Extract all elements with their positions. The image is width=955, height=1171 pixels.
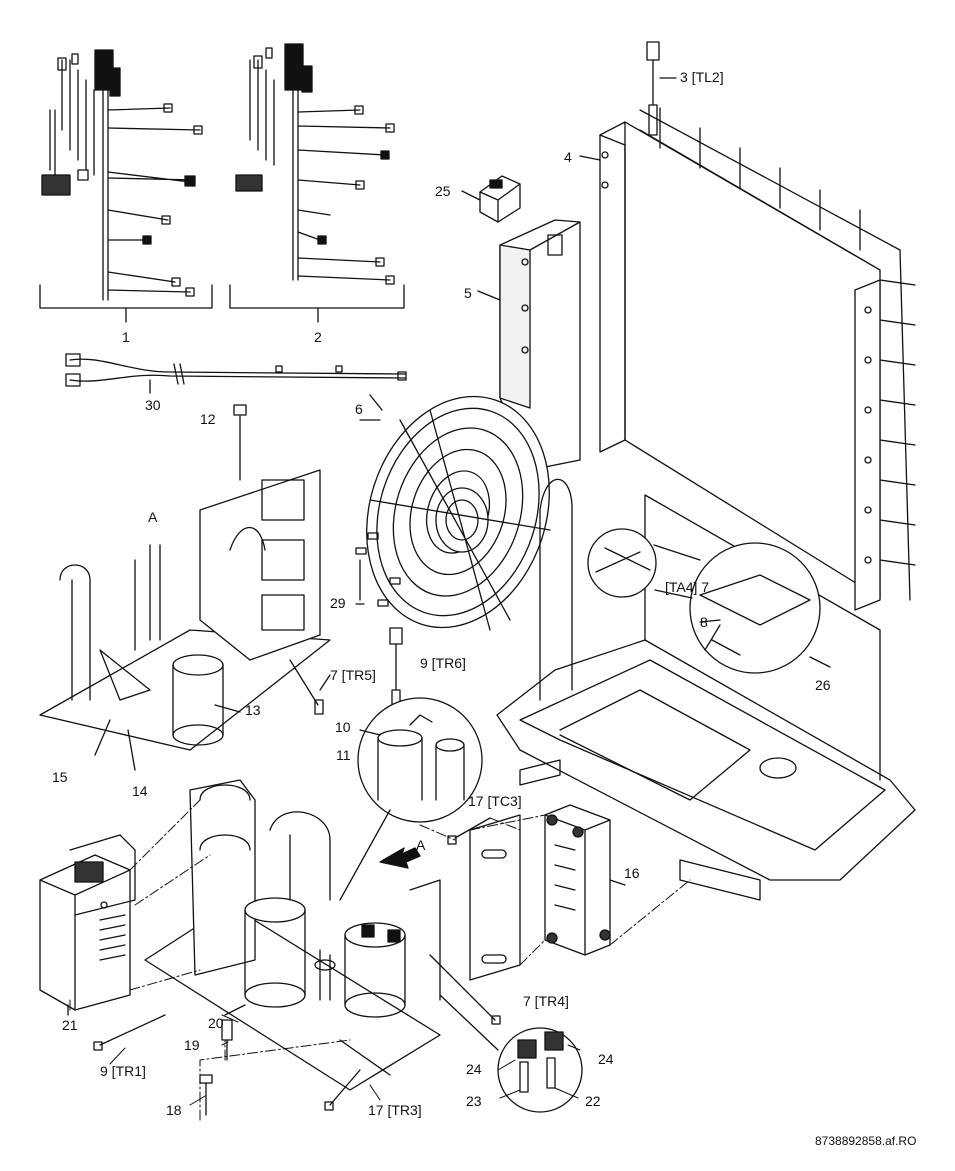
callout-29: 29: [330, 595, 346, 611]
wiring-harness-2: [229, 43, 405, 323]
callout-17-tc3: 17 [TC3]: [468, 793, 522, 809]
callout-17-tr3: 17 [TR3]: [368, 1102, 422, 1118]
callout-7-tr5: 7 [TR5]: [330, 667, 376, 683]
callout-9-tr1: 9 [TR1]: [100, 1063, 146, 1079]
callout-5: 5: [464, 285, 472, 301]
callout-16: 16: [624, 865, 640, 881]
fan-bolts-29: [355, 532, 401, 607]
alignment-lines: [129, 799, 691, 1121]
callout-30: 30: [145, 397, 161, 413]
drawing-reference: 8738892858.af.RO: [815, 1134, 917, 1148]
wiring-harness-1: [39, 49, 213, 323]
view-arrow-label-a: A: [416, 837, 426, 853]
view-label-a: A: [148, 509, 158, 525]
view-arrow-a: [379, 847, 421, 869]
valves: [199, 1004, 246, 1116]
sensor-tr6: [389, 627, 403, 711]
callout-26: 26: [815, 677, 831, 693]
callout-10: 10: [335, 719, 351, 735]
callout-22: 22: [585, 1093, 601, 1109]
relay-25: [461, 175, 521, 223]
detail-circle-ta4: [587, 528, 821, 674]
plate-heat-exchanger-16: [469, 804, 626, 981]
detail-circle-compressor: [339, 697, 483, 901]
fan-6: [355, 394, 551, 631]
callout-13: 13: [245, 702, 261, 718]
callout-14: 14: [132, 783, 148, 799]
callout-12: 12: [200, 411, 216, 427]
sensor-tr5: [289, 659, 331, 715]
base-frame-26: [496, 478, 916, 901]
callout-3: 3 [TL2]: [680, 69, 724, 85]
sensor-tr1: [93, 1014, 166, 1051]
callout-1: 1: [122, 329, 130, 345]
sensor-tc3: [447, 817, 491, 845]
callout-4: 4: [564, 149, 572, 165]
callout-18: 18: [166, 1102, 182, 1118]
callout-15: 15: [52, 769, 68, 785]
callout-21: 21: [62, 1017, 78, 1033]
callout-7-ta4: [TA4] 7: [665, 579, 710, 595]
callout-8: 8: [700, 614, 708, 630]
power-cable-30: [65, 353, 407, 394]
callout-2: 2: [314, 329, 322, 345]
callout-19: 19: [184, 1037, 200, 1053]
callout-25: 25: [435, 183, 451, 199]
sensor-3: [646, 41, 677, 136]
coil-4: [579, 107, 916, 611]
leader-lines: [69, 999, 581, 1106]
callout-11: 11: [336, 747, 351, 763]
callout-9-tr6: 9 [TR6]: [420, 655, 466, 671]
bracket-5: [477, 219, 581, 471]
callout-24-left: 24: [466, 1061, 482, 1077]
sensor-tr4: [429, 954, 501, 1025]
callout-23: 23: [466, 1093, 482, 1109]
compressor-assembly-lower: [144, 779, 441, 1091]
sensor-tr3: [324, 1069, 361, 1111]
electrical-box-21: [39, 834, 136, 1016]
callout-7-tr4: 7 [TR4]: [523, 993, 569, 1009]
compressor-assembly-top: [39, 404, 331, 771]
detail-circle-sensors: [439, 994, 583, 1113]
callout-20: 20: [208, 1015, 224, 1031]
callout-6: 6: [355, 401, 363, 417]
callout-24-right: 24: [598, 1051, 614, 1067]
